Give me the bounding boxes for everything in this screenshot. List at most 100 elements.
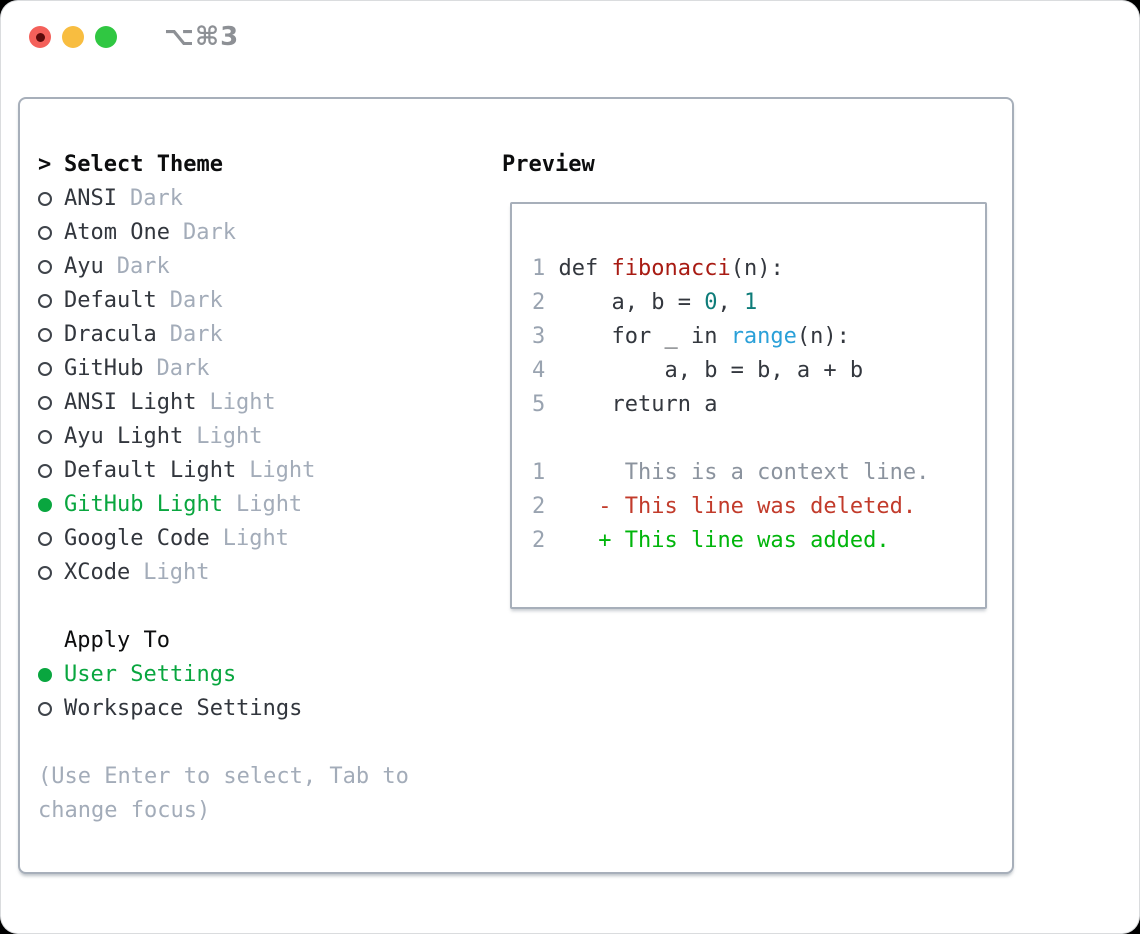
- radio-icon: [38, 702, 64, 716]
- code-segment-context: This is a context line.: [558, 460, 930, 485]
- theme-option-ayu-light[interactable]: Ayu Light Light: [38, 420, 478, 454]
- theme-variant: Light: [209, 390, 276, 415]
- code-segment-del: - This line was deleted.: [558, 494, 917, 519]
- theme-variant: Dark: [129, 186, 183, 211]
- code-segment-plain: (n):: [796, 324, 850, 349]
- radio-icon: [38, 498, 64, 512]
- apply-option-label: Workspace Settings: [64, 696, 303, 721]
- theme-name: GitHub Light: [64, 492, 223, 517]
- theme-variant: Dark: [169, 322, 223, 347]
- theme-variant: Dark: [182, 220, 236, 245]
- theme-name: Google Code: [64, 526, 210, 551]
- theme-variant: Light: [235, 492, 303, 517]
- code-segment-call: range: [730, 324, 797, 349]
- line-number: 4: [532, 358, 559, 383]
- radio-icon: [38, 668, 64, 682]
- code-segment-func: fibonacci: [611, 256, 731, 281]
- code-line: 2 a, b = 0, 1: [532, 286, 985, 320]
- theme-variant: Light: [143, 560, 210, 585]
- line-number: 1: [532, 256, 559, 281]
- theme-variant: Light: [249, 458, 316, 483]
- code-line: 1 This is a context line.: [532, 456, 985, 490]
- title-bar: ⌥⌘3: [0, 0, 1140, 75]
- code-line: 3 for _ in range(n):: [532, 320, 985, 354]
- code-blank-line: [532, 422, 985, 456]
- select-theme-header: > Select Theme: [38, 148, 478, 182]
- line-number: 3: [532, 324, 559, 349]
- theme-name: Default: [64, 288, 157, 313]
- theme-variant: Dark: [169, 288, 223, 313]
- code-line: 5 return a: [532, 388, 985, 422]
- theme-option-google-code[interactable]: Google Code Light: [38, 522, 478, 556]
- line-number: [532, 426, 559, 451]
- line-number: 2: [532, 290, 559, 315]
- theme-option-atom-one[interactable]: Atom One Dark: [38, 216, 478, 250]
- code-segment-num: 1: [743, 290, 758, 315]
- theme-name: ANSI: [64, 186, 117, 211]
- theme-name: Atom One: [64, 220, 170, 245]
- apply-option-user-settings[interactable]: User Settings: [38, 658, 478, 692]
- theme-option-ansi[interactable]: ANSI Dark: [38, 182, 478, 216]
- select-theme-title: Select Theme: [64, 152, 223, 177]
- code-segment-plain: return a: [558, 392, 718, 417]
- code-segment-plain: ,: [717, 290, 744, 315]
- theme-option-default[interactable]: Default Dark: [38, 284, 478, 318]
- radio-icon: [38, 260, 64, 274]
- theme-variant: Light: [196, 424, 263, 449]
- theme-name: GitHub: [64, 356, 144, 381]
- preview-title: Preview: [502, 152, 595, 177]
- close-dot-icon: [35, 32, 45, 42]
- code-line: 2 + This line was added.: [532, 524, 985, 558]
- theme-option-github-light[interactable]: GitHub Light Light: [38, 488, 478, 522]
- theme-option-default-light[interactable]: Default Light Light: [38, 454, 478, 488]
- radio-icon: [38, 464, 64, 478]
- theme-variant: Dark: [156, 356, 210, 381]
- code-segment-plain: a, b = b, a + b: [558, 358, 864, 383]
- theme-option-ansi-light[interactable]: ANSI Light Light: [38, 386, 478, 420]
- close-button[interactable]: [29, 26, 51, 48]
- theme-name: Ayu Light: [64, 424, 184, 449]
- code-line: 4 a, b = b, a + b: [532, 354, 985, 388]
- spacer: [38, 726, 478, 760]
- radio-icon: [38, 226, 64, 240]
- line-number: 2: [532, 528, 559, 553]
- code-segment-num: 0: [704, 290, 718, 315]
- code-segment-plain: (n):: [730, 256, 784, 281]
- radio-icon: [38, 396, 64, 410]
- apply-option-label: User Settings: [64, 662, 237, 687]
- minimize-button[interactable]: [62, 26, 84, 48]
- theme-variant: Light: [222, 526, 289, 551]
- apply-to-header: Apply To: [38, 624, 478, 658]
- theme-name: ANSI Light: [64, 390, 197, 415]
- apply-option-workspace-settings[interactable]: Workspace Settings: [38, 692, 478, 726]
- code-segment-add: + This line was added.: [558, 528, 890, 553]
- line-number: 2: [532, 494, 559, 519]
- code-segment-plain: def: [558, 256, 612, 281]
- theme-option-github[interactable]: GitHub Dark: [38, 352, 478, 386]
- radio-icon: [38, 430, 64, 444]
- code-segment-plain: for _ in: [558, 324, 731, 349]
- radio-icon: [38, 362, 64, 376]
- theme-name: Ayu: [64, 254, 104, 279]
- zoom-button[interactable]: [95, 26, 117, 48]
- keyboard-hint: (Use Enter to select, Tab to change focu…: [38, 764, 409, 823]
- line-number: 1: [532, 460, 559, 485]
- prompt-icon: >: [38, 152, 52, 177]
- line-number: 5: [532, 392, 559, 417]
- spacer: [38, 590, 478, 624]
- radio-icon: [38, 532, 64, 546]
- radio-icon: [38, 328, 64, 342]
- apply-to-title: Apply To: [64, 628, 170, 653]
- radio-icon: [38, 192, 64, 206]
- theme-name: Default Light: [64, 458, 237, 483]
